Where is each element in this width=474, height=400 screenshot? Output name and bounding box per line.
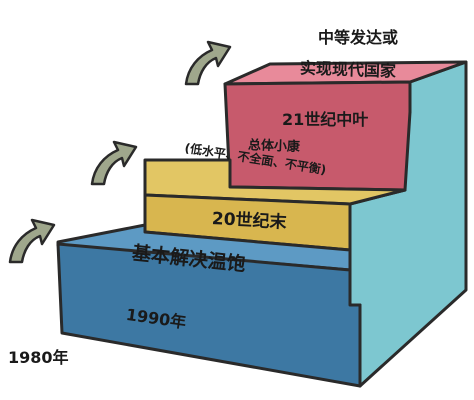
label-end-20th-century: 20世纪末 [211,209,288,233]
label-goal-line-1: 中等发达或 [318,28,399,47]
label-1980: 1980年 [8,348,69,367]
arrow-icon [184,40,232,86]
arrow-icon [90,140,138,186]
step-1-front [56,242,362,388]
label-goal-line-2: 实现现代国家 [299,58,397,81]
label-mid-21st-century: 21世纪中叶 [282,110,369,129]
arrow-icon [8,218,56,264]
